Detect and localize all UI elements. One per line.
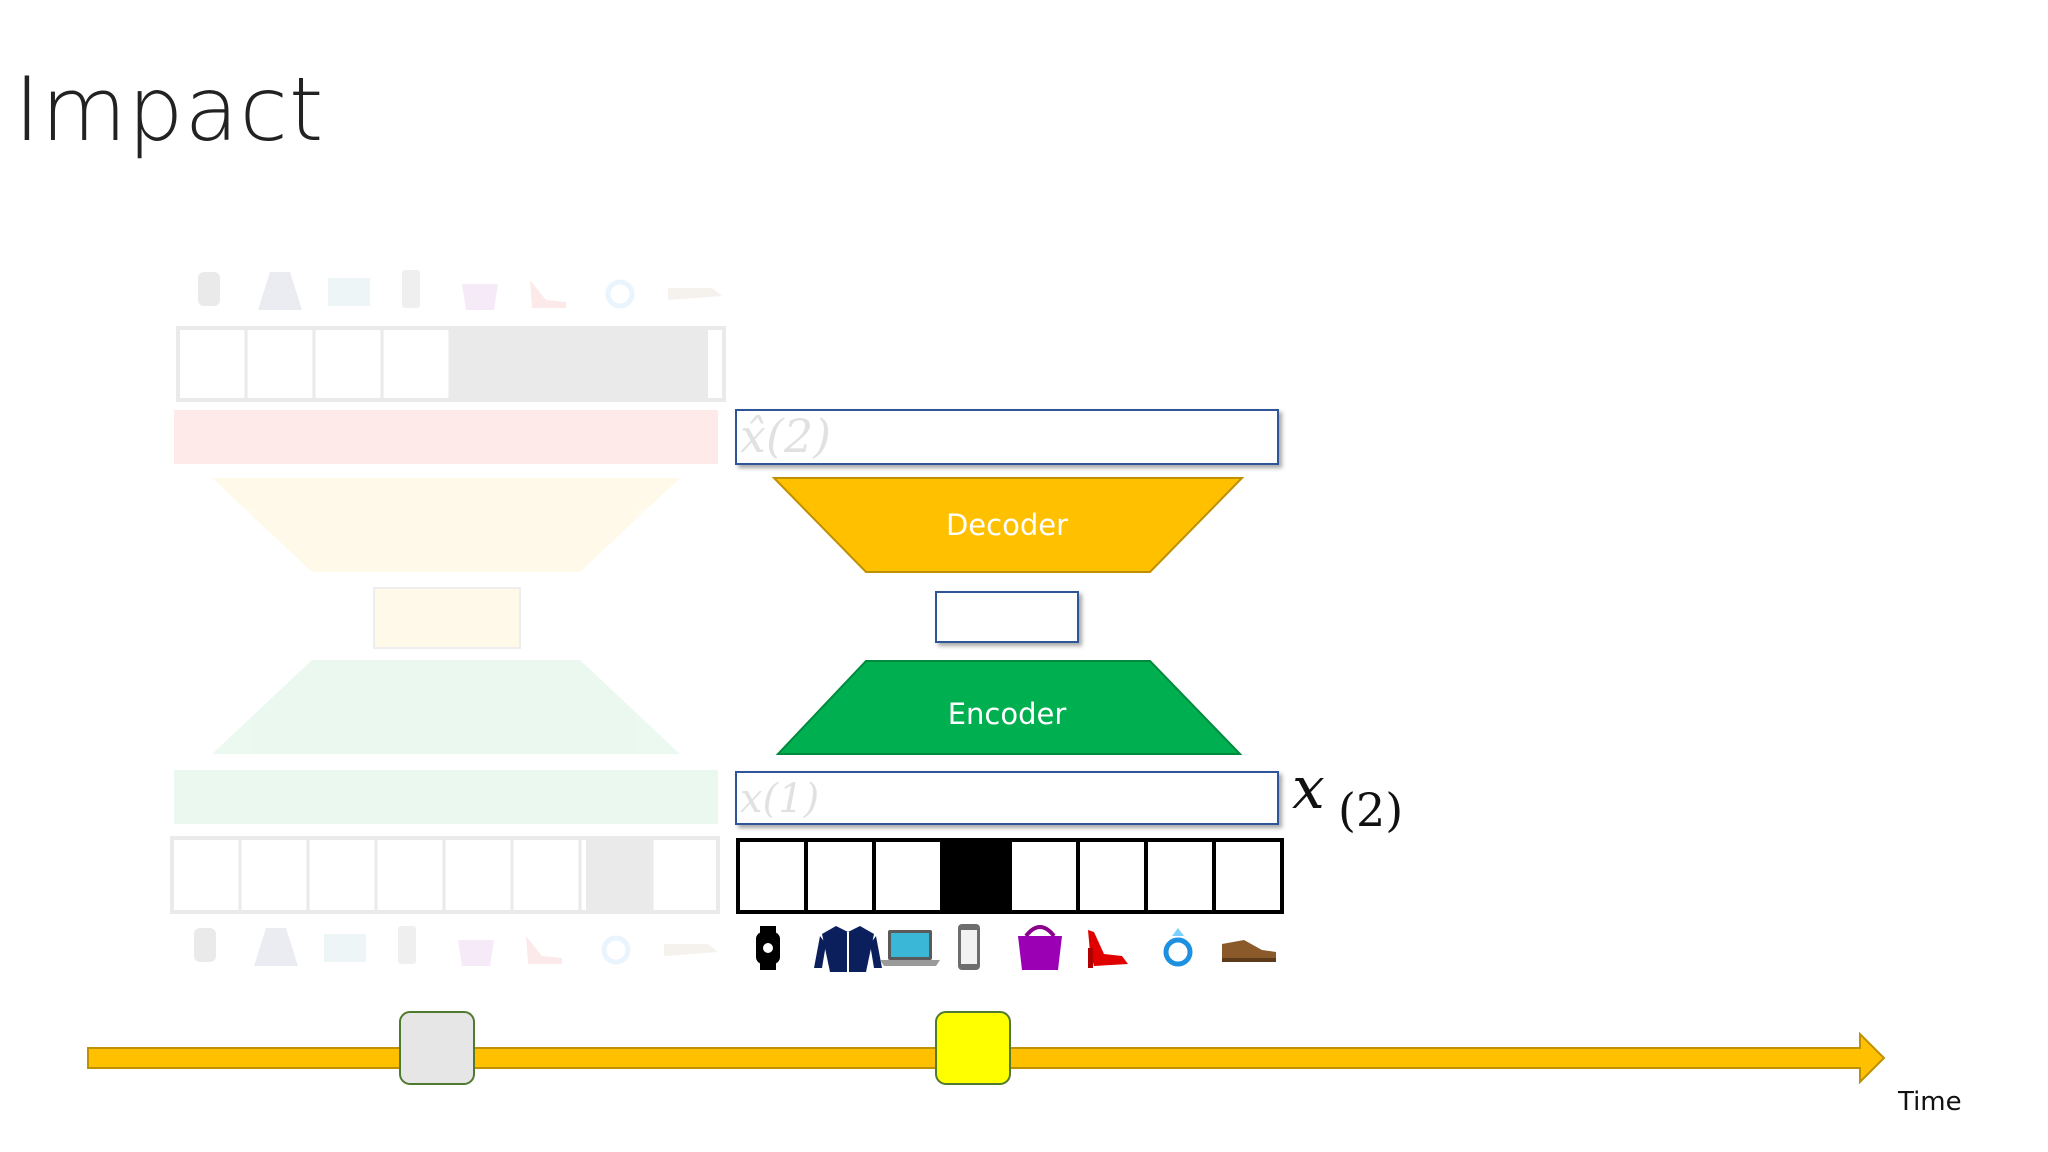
one-hot-cell bbox=[940, 838, 1012, 914]
shoe-icon bbox=[1222, 940, 1276, 962]
output-label: x̂(2) bbox=[740, 409, 831, 463]
one-hot-cell bbox=[804, 838, 876, 914]
input-vector-label: x bbox=[1292, 754, 1325, 822]
ring-icon bbox=[1163, 928, 1193, 967]
decoder-label: Decoder bbox=[946, 508, 1068, 542]
one-hot-cell bbox=[736, 838, 808, 914]
autoencoder: x̂(2) Decoder Encoder x(1) x (2) bbox=[735, 409, 1403, 972]
time-axis-label: Time bbox=[1898, 1087, 1962, 1117]
ghost-top-icons bbox=[198, 270, 722, 310]
ghost-input-box bbox=[174, 770, 718, 824]
one-hot-vector bbox=[736, 838, 1284, 914]
encoder-shape bbox=[775, 660, 1243, 755]
ghost-bottom-icons bbox=[194, 926, 718, 966]
handbag-icon bbox=[1018, 925, 1062, 970]
laptop-icon bbox=[880, 930, 940, 966]
watch-icon bbox=[756, 926, 780, 970]
timeline bbox=[87, 1011, 1886, 1085]
input-label: x(1) bbox=[740, 776, 819, 822]
phone-icon bbox=[958, 924, 980, 970]
one-hot-cell bbox=[1144, 838, 1216, 914]
one-hot-cell bbox=[1076, 838, 1148, 914]
ghost-encoder bbox=[212, 660, 680, 754]
one-hot-cell bbox=[1008, 838, 1080, 914]
one-hot-cell bbox=[1212, 838, 1284, 914]
output-reconstruction-box bbox=[735, 409, 1279, 465]
ghost-code-box bbox=[373, 587, 521, 649]
ghost-output-box bbox=[174, 410, 718, 464]
ghost-input-vector bbox=[170, 836, 720, 914]
jacket-icon bbox=[814, 926, 882, 972]
one-hot-cell bbox=[872, 838, 944, 914]
input-vector-subscript: (2) bbox=[1338, 783, 1403, 837]
high-heel-icon bbox=[1088, 930, 1128, 968]
ghost-output-vector bbox=[176, 326, 726, 402]
slide-title: Impact bbox=[14, 58, 325, 161]
ghost-decoder bbox=[212, 478, 680, 572]
ghost-autoencoder bbox=[170, 270, 726, 966]
encoder-label: Encoder bbox=[948, 697, 1067, 731]
latent-code-box bbox=[935, 591, 1079, 643]
input-box bbox=[735, 771, 1279, 825]
current-time-marker[interactable] bbox=[935, 1011, 1011, 1085]
decoder-shape bbox=[771, 477, 1245, 573]
past-time-marker[interactable] bbox=[399, 1011, 475, 1085]
